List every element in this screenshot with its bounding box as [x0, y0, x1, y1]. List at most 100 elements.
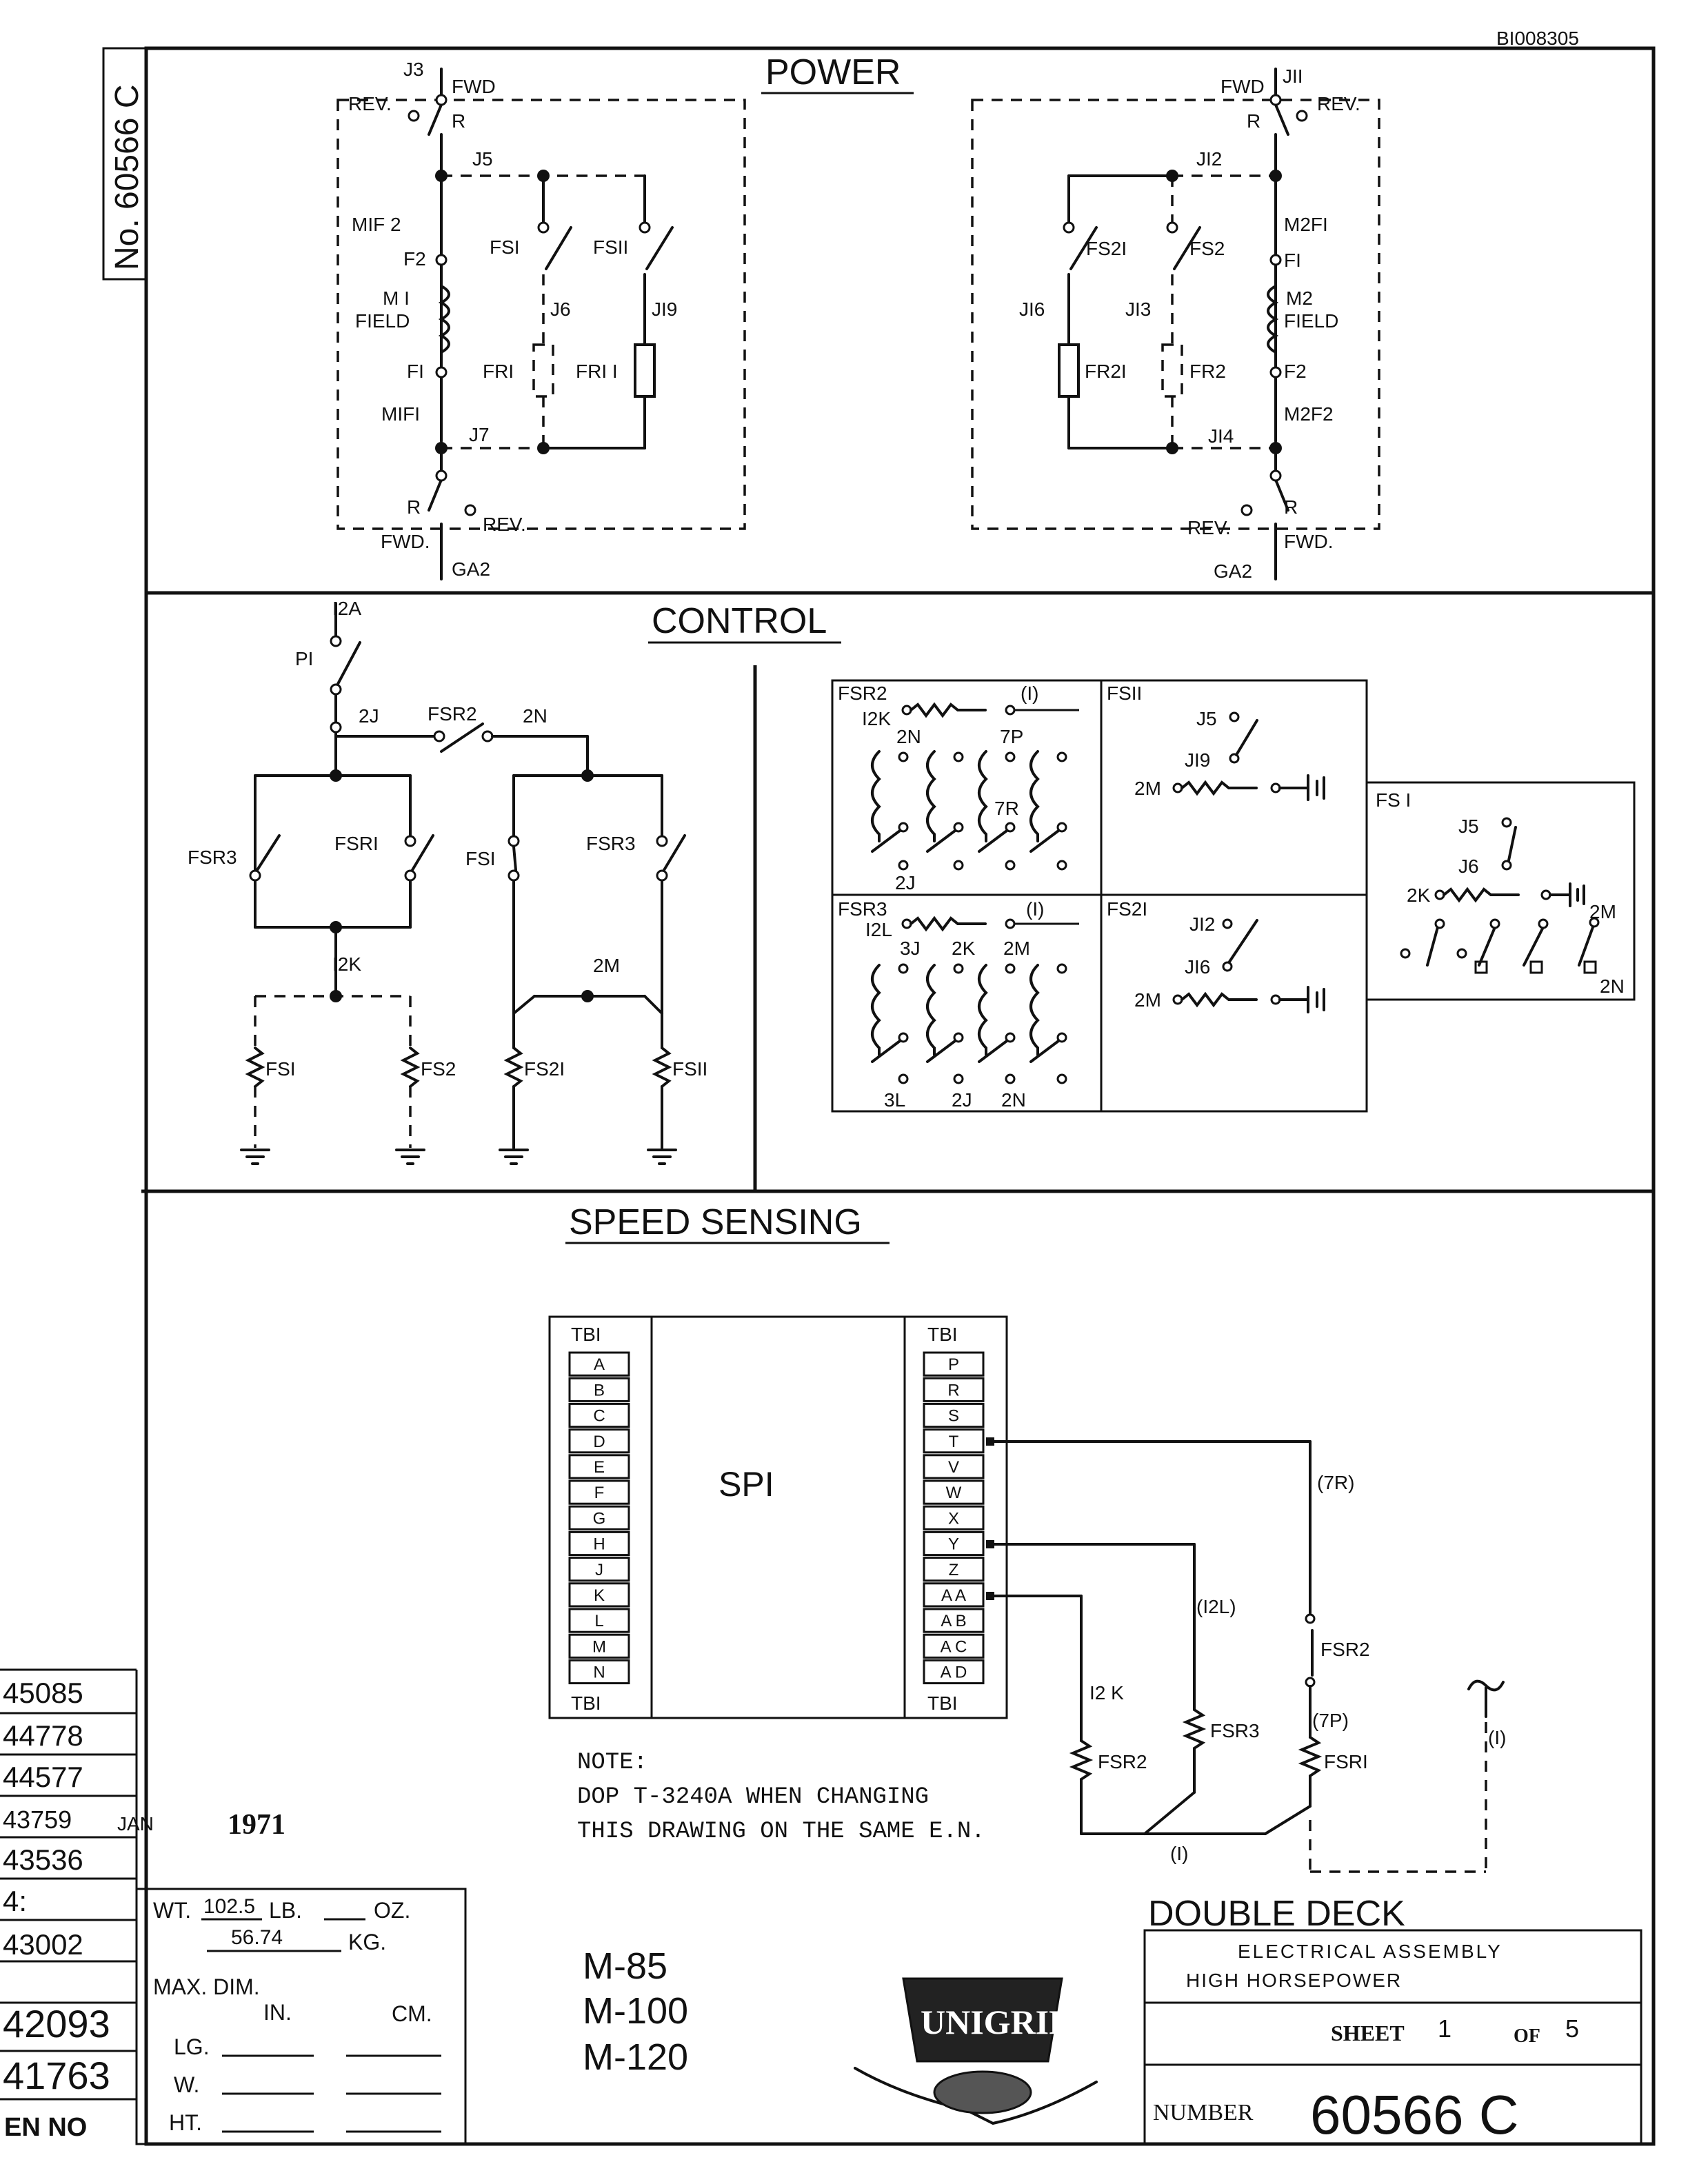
svg-text:MIFI: MIFI: [381, 403, 420, 425]
svg-text:2M: 2M: [593, 955, 620, 976]
svg-text:2M: 2M: [1134, 778, 1161, 799]
svg-text:LB.: LB.: [269, 1898, 302, 1923]
svg-text:J6: J6: [550, 299, 571, 320]
svg-text:I2A: I2A: [332, 598, 361, 619]
svg-text:J5: J5: [1458, 816, 1479, 837]
terminal-right-label: X: [948, 1509, 959, 1528]
svg-text:R: R: [452, 110, 465, 132]
svg-text:W.: W.: [174, 2072, 199, 2097]
svg-text:FSII: FSII: [593, 236, 628, 258]
svg-text:JI4: JI4: [1208, 425, 1234, 447]
svg-text:I2 K: I2 K: [1089, 1682, 1124, 1703]
svg-text:2K: 2K: [1407, 884, 1431, 906]
svg-text:UNIGRIP: UNIGRIP: [921, 2003, 1070, 2041]
svg-text:2M: 2M: [1003, 938, 1030, 959]
svg-text:102.5: 102.5: [203, 1895, 255, 1918]
svg-text:FSRI: FSRI: [334, 833, 379, 854]
control-ladder-circuit: I2A PI 2J FSR2 2N FSR3 FSRI FSI FSR3 I2K…: [188, 598, 707, 1165]
drawing-note: NOTE: DOP T-3240A WHEN CHANGING THIS DRA…: [577, 1750, 985, 1845]
svg-text:45085: 45085: [3, 1677, 83, 1709]
svg-text:(I2L): (I2L): [1196, 1596, 1236, 1617]
terminal-right-box: [923, 1633, 985, 1659]
svg-text:DOUBLE DECK: DOUBLE DECK: [1148, 1894, 1405, 1934]
terminal-left-box: [568, 1454, 630, 1479]
svg-text:I2K: I2K: [332, 953, 361, 975]
svg-text:M-120: M-120: [583, 2036, 688, 2078]
power-left-circuit: J3 FWD REV. R J5 MIF 2 F2 M I FIELD FI M…: [336, 59, 746, 580]
section-title-speed-sensing: SPEED SENSING: [569, 1202, 862, 1242]
svg-text:JI2: JI2: [1189, 913, 1215, 935]
svg-text:1: 1: [1438, 2014, 1451, 2043]
svg-text:M2FI: M2FI: [1284, 214, 1328, 235]
terminal-left-box: [568, 1377, 630, 1402]
terminal-right-box: [923, 1608, 985, 1633]
svg-text:GA2: GA2: [452, 558, 490, 580]
svg-text:IN.: IN.: [263, 2000, 292, 2025]
terminal-left-label: B: [594, 1381, 605, 1399]
svg-text:FWD.: FWD.: [381, 531, 430, 552]
terminal-left-box: [568, 1608, 630, 1633]
svg-text:FSI: FSI: [465, 848, 496, 869]
svg-text:JI3: JI3: [1125, 299, 1151, 320]
terminal-left-box: [568, 1530, 630, 1557]
terminal-right-box: [923, 1402, 985, 1428]
svg-text:43759: 43759: [3, 1806, 72, 1834]
svg-text:FI: FI: [407, 361, 424, 382]
svg-text:REV.: REV.: [1187, 517, 1231, 538]
svg-text:FSR3: FSR3: [838, 898, 887, 920]
terminal-left-box: [568, 1659, 630, 1685]
relay-detail-grid: FSR2 (I) I2K 2N 7P 7R 2J FSR3 (I) I2L 3J…: [831, 679, 1636, 1113]
svg-text:FSR2: FSR2: [838, 682, 887, 704]
svg-text:GA2: GA2: [1214, 560, 1252, 582]
svg-text:44778: 44778: [3, 1719, 83, 1752]
svg-text:FRI: FRI: [483, 361, 514, 382]
svg-text:OZ.: OZ.: [374, 1898, 410, 1923]
terminal-right-box: [923, 1479, 985, 1505]
svg-text:FIELD: FIELD: [1284, 310, 1338, 332]
svg-text:2N: 2N: [523, 705, 547, 727]
svg-text:I2K: I2K: [862, 708, 891, 729]
terminal-left-box: [568, 1402, 630, 1428]
terminal-right-label: W: [946, 1484, 962, 1502]
terminal-right-box: [923, 1557, 985, 1582]
terminal-right-label: S: [948, 1407, 959, 1426]
svg-text:KG.: KG.: [348, 1930, 386, 1954]
svg-text:FSR3: FSR3: [586, 833, 636, 854]
terminal-right-label: Y: [948, 1535, 959, 1554]
terminal-left-box: [568, 1582, 630, 1608]
svg-text:JI6: JI6: [1185, 956, 1210, 978]
terminal-left-box: [568, 1505, 630, 1530]
svg-text:HT.: HT.: [169, 2110, 202, 2135]
terminal-left-label: D: [593, 1433, 605, 1451]
svg-text:FWD.: FWD.: [1284, 531, 1334, 552]
svg-text:3J: 3J: [900, 938, 921, 959]
drawing-frame: [102, 46, 1656, 2146]
terminal-right-box: [923, 1454, 985, 1479]
revision-list: 45085 44778 44577 43759 43536 4: 43002 4…: [0, 1668, 285, 2144]
svg-text:M2F2: M2F2: [1284, 403, 1334, 425]
terminal-left-label: F: [594, 1484, 605, 1502]
terminal-left-box: [568, 1479, 630, 1505]
svg-text:JI9: JI9: [1185, 749, 1210, 771]
svg-text:FWD: FWD: [452, 76, 496, 97]
svg-text:(I): (I): [1021, 682, 1038, 704]
svg-text:FSR3: FSR3: [188, 847, 237, 868]
svg-text:M2: M2: [1286, 287, 1313, 309]
svg-text:FS2: FS2: [421, 1058, 456, 1080]
svg-text:(7P): (7P): [1312, 1710, 1349, 1731]
svg-text:FSRI: FSRI: [1324, 1751, 1368, 1772]
svg-text:56.74: 56.74: [231, 1926, 283, 1949]
svg-text:2J: 2J: [952, 1089, 972, 1111]
svg-text:42093: 42093: [3, 2002, 110, 2045]
svg-text:M-100: M-100: [583, 1990, 688, 2032]
svg-text:JI6: JI6: [1019, 299, 1045, 320]
terminal-left-label: J: [595, 1561, 603, 1579]
svg-text:REV.: REV.: [483, 514, 526, 535]
svg-text:(I): (I): [1488, 1727, 1506, 1748]
svg-text:FIELD: FIELD: [355, 310, 410, 332]
svg-text:J6: J6: [1458, 856, 1479, 877]
terminal-right-label: V: [948, 1458, 959, 1477]
svg-text:FS2I: FS2I: [1107, 898, 1147, 920]
